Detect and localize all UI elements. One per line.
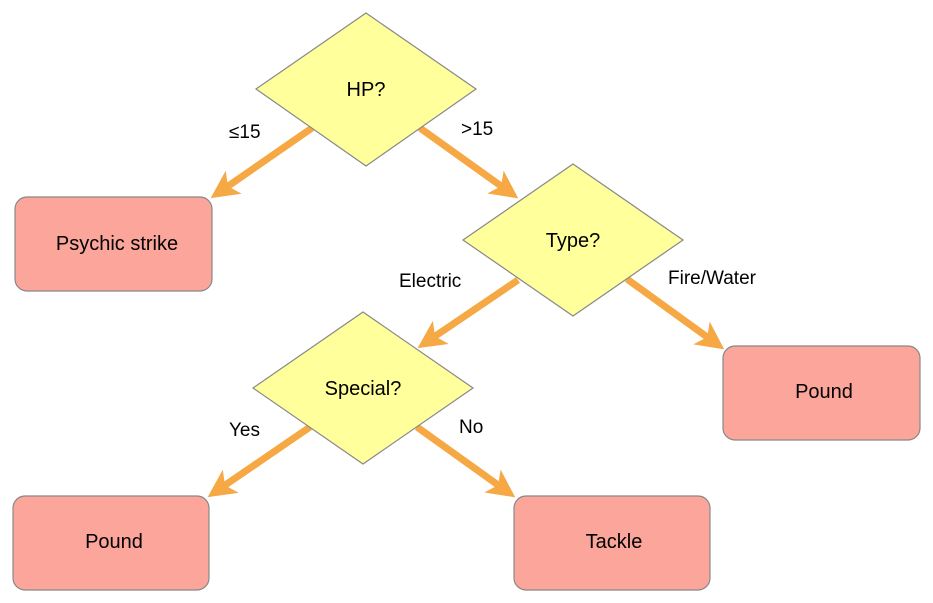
edge-hp-type <box>417 125 519 199</box>
edge-label-gt15: >15 <box>461 119 493 140</box>
leaf-node-psychic-strike: Psychic strike <box>14 196 213 292</box>
edge-label-le15: ≤15 <box>229 122 261 143</box>
decision-node-hp: HP? <box>254 12 478 167</box>
leaf-node-tackle: Tackle <box>513 495 711 591</box>
decision-node-type: Type? <box>461 163 685 317</box>
decision-label: HP? <box>347 79 386 101</box>
edge-label-yes: Yes <box>229 420 260 441</box>
leaf-box <box>12 495 210 591</box>
edges <box>207 125 725 498</box>
diamond-shape <box>251 311 475 465</box>
diamond-shape <box>254 12 478 167</box>
leaf-node-pound-left: Pound <box>12 495 210 591</box>
edge-label-electric: Electric <box>399 271 461 292</box>
leaf-label: Pound <box>85 531 143 553</box>
leaf-box <box>513 495 711 591</box>
leaf-label: Pound <box>795 381 853 403</box>
decision-node-special: Special? <box>251 311 475 465</box>
decision-label: Special? <box>325 378 402 400</box>
leaf-box <box>722 345 921 441</box>
edge-type-pound-right <box>624 276 725 350</box>
decision-label: Type? <box>546 230 600 252</box>
leaf-label: Tackle <box>586 531 643 553</box>
leaf-label: Psychic strike <box>56 233 178 255</box>
edge-type-special <box>417 277 520 349</box>
leaf-node-pound-right: Pound <box>722 345 921 441</box>
edge-special-pound-left <box>207 424 312 498</box>
leaf-box <box>14 196 213 292</box>
edge-special-tackle <box>414 424 516 498</box>
edge-hp-psychic <box>210 125 314 199</box>
edge-label-no: No <box>459 417 483 438</box>
diamond-shape <box>461 163 685 317</box>
edge-label-fire-water: Fire/Water <box>668 268 757 289</box>
